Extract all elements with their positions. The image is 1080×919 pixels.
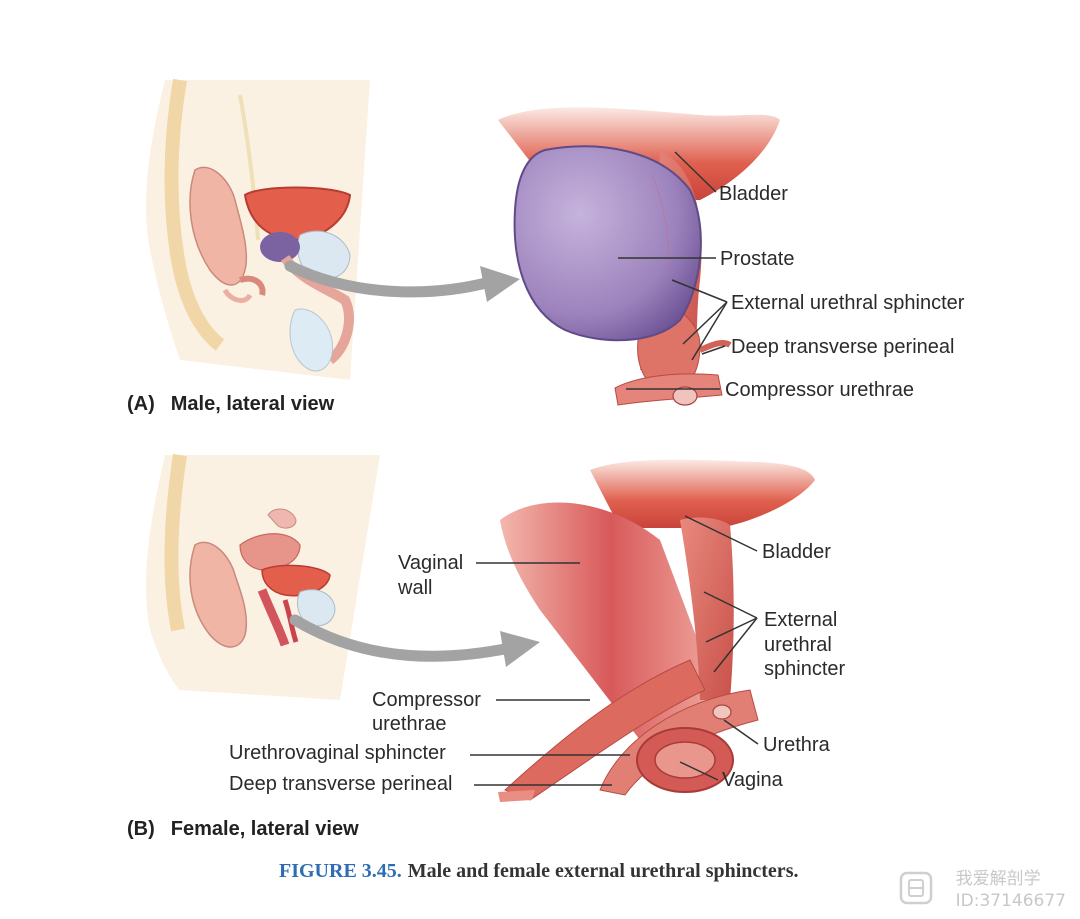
- label-deep-transverse-perineal-a: Deep transverse perineal: [731, 336, 955, 358]
- panel-a-letter: (A): [127, 393, 155, 415]
- label-compressor-urethrae-a: Compressor urethrae: [725, 379, 914, 401]
- label-deep-transverse-perineal-b: Deep transverse perineal: [229, 773, 453, 795]
- leader-bladder-b: [684, 515, 758, 552]
- leader-urethra: [723, 719, 759, 745]
- leader-external-a-3: [691, 301, 728, 361]
- label-prostate: Prostate: [720, 248, 795, 270]
- panel-b-title-text: Female, lateral view: [170, 818, 359, 840]
- watermark: 我爱解剖学 ID:37146677: [956, 868, 1066, 912]
- leader-external-a-1: [671, 279, 728, 303]
- watermark-line-2: ID:37146677: [955, 891, 1066, 911]
- label-urethrovaginal-sphincter: Urethrovaginal sphincter: [229, 742, 446, 764]
- male-detail-illustration: [498, 107, 780, 406]
- zoom-arrow-b: [289, 614, 516, 662]
- leader-external-b-1: [703, 591, 758, 619]
- label-compressor-b-2: urethrae: [372, 713, 447, 735]
- leader-deep-transverse-a: [701, 345, 726, 355]
- label-vaginal-wall-2: wall: [398, 577, 433, 599]
- label-bladder-a: Bladder: [719, 183, 788, 205]
- leader-external-b-3: [713, 617, 758, 673]
- panel-a-title-text: Male, lateral view: [170, 393, 335, 415]
- watermark-line-1: 我爱解剖学: [955, 869, 1041, 889]
- figure-caption: FIGURE 3.45.Male and female external ure…: [279, 860, 798, 883]
- figure-number: FIGURE 3.45.: [279, 860, 402, 882]
- label-external-urethral-sphincter-a: External urethral sphincter: [731, 292, 965, 314]
- panel-a-title: (A) Male, lateral view: [127, 393, 334, 416]
- label-vaginal-wall-1: Vaginal: [398, 552, 464, 574]
- panel-b-letter: (B): [127, 818, 155, 840]
- leader-external-b-2: [705, 617, 758, 643]
- watermark-logo-icon: [899, 871, 933, 905]
- zoom-arrowhead-b: [500, 631, 540, 667]
- label-vagina: Vagina: [722, 769, 783, 791]
- female-lateral-thumbnail: [145, 453, 380, 700]
- male-lateral-thumbnail: [145, 78, 370, 380]
- label-external-b-2: urethral: [764, 634, 832, 656]
- label-compressor-b-1: Compressor: [372, 689, 481, 711]
- leader-lines: [470, 151, 759, 786]
- leader-vagina: [679, 761, 719, 781]
- leader-bladder-a: [674, 151, 717, 193]
- figure-caption-text: Male and female external urethral sphinc…: [407, 860, 799, 882]
- zoom-arrowhead-a: [480, 266, 520, 302]
- label-external-b-3: sphincter: [764, 658, 846, 680]
- panel-b-title: (B) Female, lateral view: [127, 818, 359, 841]
- label-external-b-1: External: [764, 609, 838, 631]
- label-bladder-b: Bladder: [762, 541, 831, 563]
- zoom-arrow-a: [284, 260, 496, 298]
- leader-external-a-2: [682, 301, 728, 345]
- label-urethra: Urethra: [763, 734, 830, 756]
